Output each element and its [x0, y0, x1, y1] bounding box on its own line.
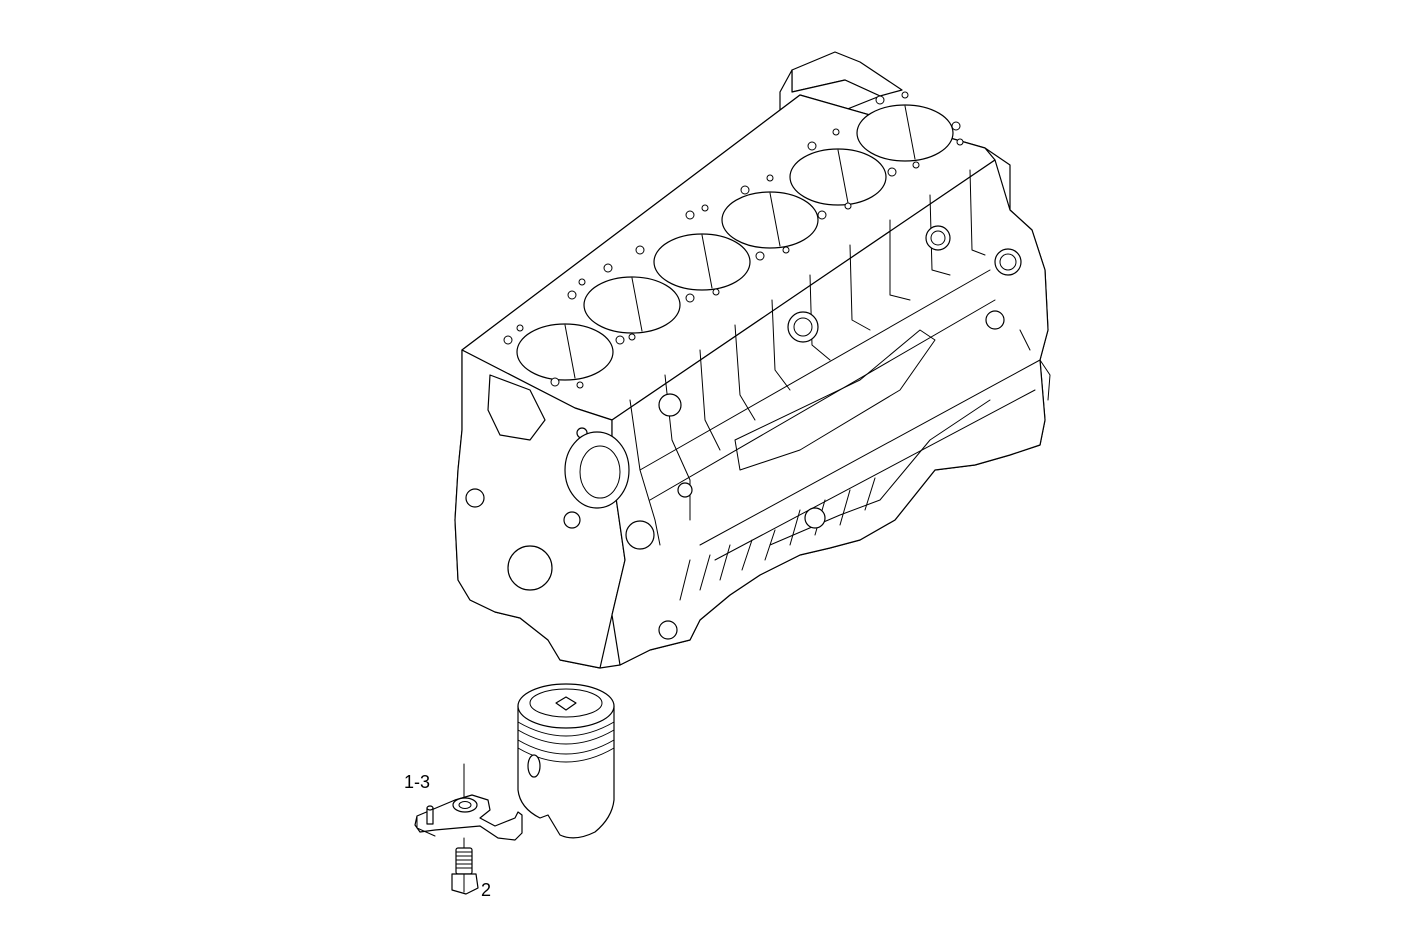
oil-jet-assembly	[414, 763, 523, 841]
piston	[517, 683, 615, 839]
bolt	[451, 837, 479, 895]
cylinder-block	[454, 51, 1051, 669]
block-ribs	[629, 169, 1041, 601]
block-bosses	[465, 225, 1051, 640]
callout-label-1-3: 1-3	[404, 772, 430, 792]
deck-holes	[503, 91, 964, 389]
callout-label-2: 2	[481, 880, 491, 900]
cylinder-bores	[516, 104, 954, 381]
